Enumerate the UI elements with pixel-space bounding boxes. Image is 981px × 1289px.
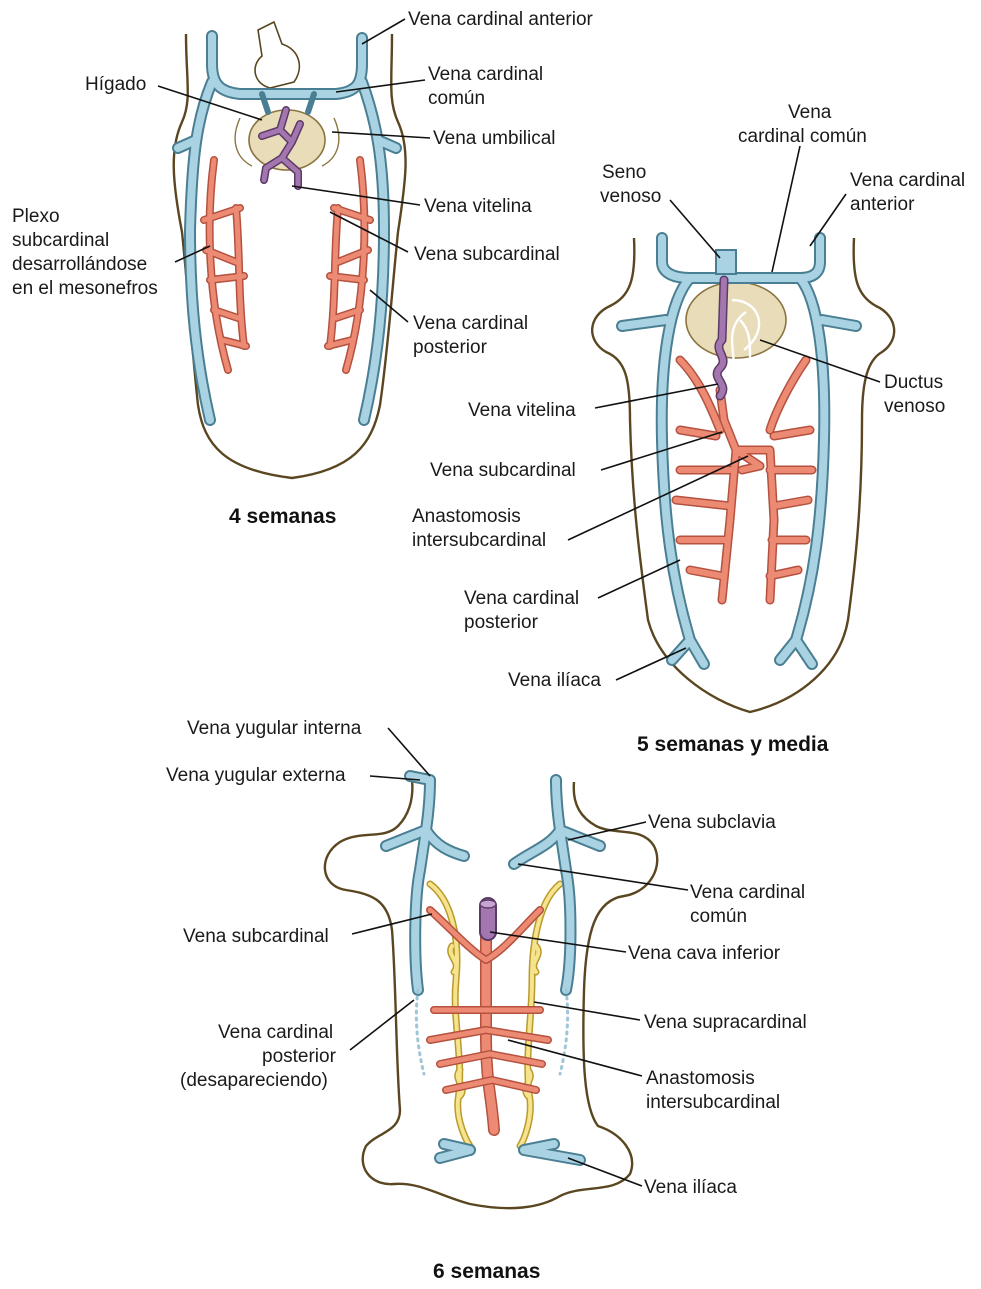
label-internal-jugular-6w: Vena yugular interna — [187, 718, 362, 739]
label-sinus-venosus-5w: Seno — [602, 162, 646, 183]
label-posterior-cardinal-5w-line2: posterior — [464, 612, 539, 633]
label-common-cardinal-4w-line2: común — [428, 88, 485, 109]
label-sinus-venosus-5w-line2: venoso — [600, 186, 661, 207]
label-posterior-cardinal-6w-line3: (desapareciendo) — [180, 1070, 328, 1091]
label-plexus-4w-line3: desarrollándose — [12, 254, 147, 275]
label-iliac-5w: Vena ilíaca — [508, 670, 601, 691]
label-anterior-cardinal-5w: Vena cardinal — [850, 170, 965, 191]
label-subcardinal-6w: Vena subcardinal — [183, 926, 329, 947]
label-common-cardinal-6w: Vena cardinal — [690, 882, 805, 903]
ivc-hepatic-segment-6w — [480, 900, 496, 932]
label-vitelline-4w: Vena vitelina — [424, 196, 532, 217]
label-anastomosis-6w: Anastomosis — [646, 1068, 755, 1089]
subcardinal-plexus-4w — [204, 160, 370, 370]
label-common-cardinal-6w-line2: común — [690, 906, 747, 927]
title-6-weeks: 6 semanas — [433, 1260, 540, 1283]
label-ivc-6w: Vena cava inferior — [628, 943, 781, 964]
label-anterior-cardinal-5w-line2: anterior — [850, 194, 915, 215]
title-5-5-weeks: 5 semanas y media — [637, 733, 829, 756]
label-ductus-venosus-5w-line2: venoso — [884, 396, 945, 417]
label-posterior-cardinal-6w-line2: posterior — [262, 1046, 337, 1067]
heart-tube-4w — [255, 22, 299, 88]
label-common-cardinal-4w: Vena cardinal — [428, 64, 543, 85]
panel-6-weeks: Vena yugular interna Vena yugular extern… — [166, 718, 807, 1283]
label-ductus-venosus-5w: Ductus — [884, 372, 943, 393]
label-plexus-4w-line4: en el mesonefros — [12, 278, 158, 299]
label-anastomosis-6w-line2: intersubcardinal — [646, 1092, 780, 1113]
label-external-jugular-6w: Vena yugular externa — [166, 765, 346, 786]
label-posterior-cardinal-6w: Vena cardinal — [218, 1022, 333, 1043]
label-umbilical-4w: Vena umbilical — [433, 128, 556, 149]
label-subclavian-6w: Vena subclavia — [648, 812, 776, 833]
label-iliac-6w: Vena ilíaca — [644, 1177, 737, 1198]
panel-4-weeks: Vena cardinal anterior Hígado Vena cardi… — [12, 9, 594, 528]
label-vitelline-5w: Vena vitelina — [468, 400, 576, 421]
label-anterior-cardinal-4w: Vena cardinal anterior — [408, 9, 594, 30]
label-subcardinal-5w: Vena subcardinal — [430, 460, 576, 481]
liver-5w — [686, 282, 786, 358]
label-supracardinal-6w: Vena supracardinal — [644, 1012, 807, 1033]
label-anastomosis-5w: Anastomosis — [412, 506, 521, 527]
label-common-cardinal-5w-line2: cardinal común — [738, 126, 867, 147]
label-liver-4w: Hígado — [85, 74, 146, 95]
label-plexus-4w: Plexo — [12, 206, 60, 227]
label-common-cardinal-5w: Vena — [788, 102, 832, 123]
label-plexus-4w-line2: subcardinal — [12, 230, 109, 251]
label-posterior-cardinal-5w: Vena cardinal — [464, 588, 579, 609]
title-4-weeks: 4 semanas — [229, 505, 336, 528]
label-anastomosis-5w-line2: intersubcardinal — [412, 530, 546, 551]
label-subcardinal-4w: Vena subcardinal — [414, 244, 560, 265]
label-posterior-cardinal-4w-line2: posterior — [413, 337, 488, 358]
label-posterior-cardinal-4w: Vena cardinal — [413, 313, 528, 334]
